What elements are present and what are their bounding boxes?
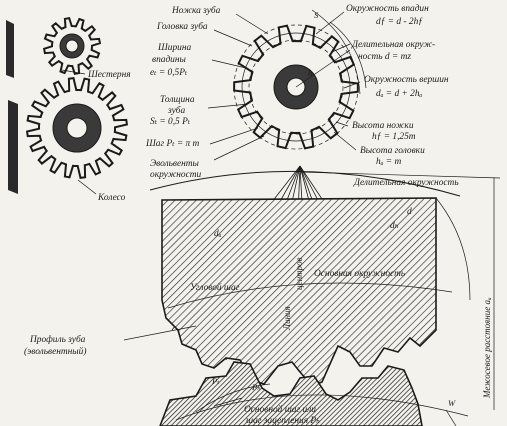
p-t-mark: Pₜ bbox=[211, 376, 220, 386]
profile-leader bbox=[123, 325, 197, 341]
gear-pair-illustration bbox=[6, 16, 129, 195]
h-letter: h bbox=[308, 68, 312, 78]
space-width-formula: eₜ = 0,5Pₜ bbox=[150, 68, 188, 78]
pitch-line-top bbox=[299, 171, 501, 179]
involutes-leader bbox=[213, 135, 265, 161]
dedendum-formula: hƒ = 1,25m bbox=[372, 132, 416, 142]
root-circle-formula: dƒ = d - 2hƒ bbox=[376, 17, 423, 27]
tooth-head-label: Головка зуба bbox=[156, 21, 208, 32]
upper-gear-sector bbox=[161, 197, 437, 387]
tooth-head-leader bbox=[213, 29, 253, 47]
addendum-leader bbox=[333, 131, 357, 151]
s-letter: S bbox=[314, 10, 319, 20]
d-b-label: dₕ bbox=[390, 221, 399, 231]
addendum-formula: hₐ = m bbox=[376, 157, 401, 167]
base-circle-arc bbox=[167, 282, 453, 309]
pitch-leader bbox=[209, 127, 259, 145]
d-a-label: dₐ bbox=[214, 229, 222, 239]
base-circle-label: Основная окружность bbox=[314, 269, 405, 279]
pitch-circle-outline bbox=[241, 32, 351, 142]
w-mark: W bbox=[448, 398, 456, 408]
root-circle-title: Окружность впадин bbox=[346, 3, 429, 14]
dedendum-leader bbox=[335, 121, 349, 127]
lower-gear bbox=[159, 361, 423, 426]
pitch-label: Шаг Pₜ = π m bbox=[145, 139, 200, 149]
tip-dimension-arc bbox=[329, 21, 367, 89]
lower-base-arc bbox=[195, 383, 271, 413]
pitch-circle-leader bbox=[331, 43, 351, 53]
wheel-face-shade bbox=[8, 100, 18, 194]
p-b-mark: Pₕ bbox=[251, 382, 261, 392]
tooth-thickness-title-1: Толщина bbox=[160, 95, 195, 105]
w-tick bbox=[445, 409, 457, 426]
space-width-title-1: Ширина bbox=[157, 43, 191, 53]
pinion-leader bbox=[61, 69, 86, 75]
pinion-bore bbox=[65, 39, 79, 53]
tip-circle-leader bbox=[343, 81, 361, 89]
pinion-face-shade bbox=[6, 20, 14, 78]
d-small-label: d bbox=[407, 207, 412, 217]
angular-pitch-label: Угловой шаг bbox=[190, 282, 240, 293]
space-width-title-2: впадины bbox=[152, 54, 187, 65]
tooth-profile-subtitle: (эвольвентный) bbox=[24, 346, 86, 357]
root-circle-outline bbox=[248, 39, 344, 135]
space-width-leader bbox=[211, 59, 247, 69]
pinion-label: Шестерня bbox=[87, 70, 131, 80]
tooth-flank-label: Ножка зуба bbox=[171, 5, 221, 16]
tooth-thickness-leader bbox=[207, 103, 249, 109]
tooth-flank-leader bbox=[235, 13, 269, 35]
tooth-thickness-title-2: зуба bbox=[167, 105, 185, 116]
base-pitch-title: Основной шаг или bbox=[244, 404, 316, 415]
addendum-label: Высота головки bbox=[360, 146, 425, 156]
radius-line bbox=[295, 49, 351, 88]
pitch-circle-title-1: Делительная окруж- bbox=[351, 40, 435, 50]
base-pitch-subtitle: шаг зацепления Pₕ bbox=[246, 416, 320, 426]
dedendum-label: Высота ножки bbox=[352, 121, 414, 131]
wheel-label: Колесо bbox=[97, 193, 126, 203]
pitch-circle-big-label: Делительная окружность bbox=[353, 178, 459, 188]
line-of-centers-1: Линия bbox=[282, 306, 292, 331]
wheel-leader bbox=[77, 179, 97, 195]
base-pitch-leader bbox=[213, 397, 243, 407]
tip-circle-formula: dₐ = d + 2hₐ bbox=[376, 89, 423, 99]
involutes-title-2: окружности bbox=[150, 170, 202, 180]
tooth-profile-title: Профиль зуба bbox=[29, 334, 86, 345]
tip-circle-title: Окружность вершин bbox=[364, 75, 449, 85]
lower-pitch-arc bbox=[175, 394, 469, 421]
involutes-title-1: Эвольвенты bbox=[150, 159, 200, 169]
center-distance-label: Межосевое расстояние aᵤ bbox=[482, 297, 492, 399]
tooth-thickness-formula: Sₜ = 0,5 Pₜ bbox=[150, 117, 191, 127]
big-pitch-arc bbox=[149, 170, 461, 197]
gear-detail-illustration: S h bbox=[207, 9, 367, 161]
wheel-gear bbox=[25, 76, 129, 180]
pitch-circle-title-2: ность d = mz bbox=[358, 52, 411, 62]
wheel-bore bbox=[66, 117, 88, 139]
line-of-centers-2: центров bbox=[294, 257, 304, 290]
tip-circle-outline bbox=[233, 24, 359, 150]
root-circle-leader bbox=[315, 11, 345, 35]
tip-arc-right bbox=[435, 197, 471, 301]
pinion-gear bbox=[42, 16, 102, 76]
mesh-illustration bbox=[123, 165, 501, 426]
